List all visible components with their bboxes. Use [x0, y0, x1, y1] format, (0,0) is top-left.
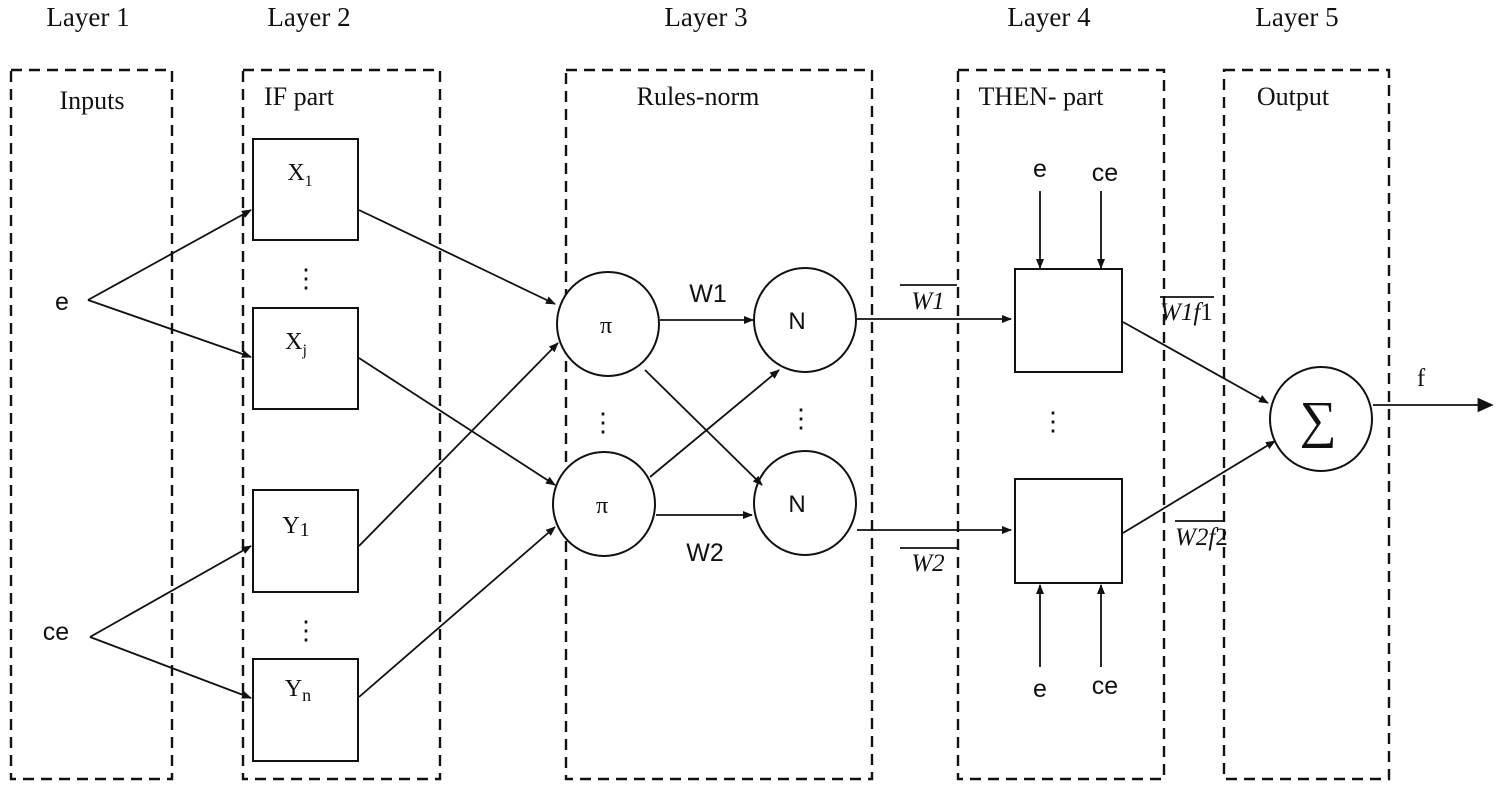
edge-e-to-x1	[87, 209, 252, 301]
edge-x1-to-pi-top	[358, 209, 556, 305]
output-f-label: f	[1417, 365, 1426, 392]
ellipsis-x: ⋮	[293, 264, 319, 293]
section-if-part: IF part	[264, 82, 335, 111]
norm-node-n-bottom-label: N	[788, 491, 805, 518]
then-top-e-label: e	[1033, 155, 1047, 183]
layer-2-title: Layer 2	[267, 2, 350, 32]
edge-then-top-to-sum	[1122, 321, 1269, 404]
then-bottom-e-label: e	[1033, 675, 1047, 703]
edge-yn-to-pi-bottom	[358, 526, 556, 698]
layer-2-frame	[241, 68, 442, 781]
norm-node-n-bottom	[753, 450, 857, 556]
weighted-output-1-label: W1f1	[1160, 299, 1213, 326]
layer-4-frame	[956, 68, 1166, 781]
rule-node-pi-top-label: π	[600, 313, 612, 339]
membership-box-y1	[252, 489, 359, 593]
edge-then-bottom-to-sum	[1122, 440, 1276, 534]
membership-label-xj: Xj	[285, 329, 307, 359]
weight-w2-label: W2	[686, 539, 724, 567]
membership-label-y1: Y1	[282, 513, 309, 541]
section-then-part: THEN- part	[979, 82, 1105, 111]
rule-node-pi-bottom	[552, 451, 656, 557]
ellipsis-norm: ⋮	[788, 404, 814, 433]
ellipsis-then: ⋮	[1040, 407, 1066, 436]
edge-ce-to-yn	[89, 636, 252, 699]
layer-4-title: Layer 4	[1007, 2, 1091, 32]
edge-e-to-xj	[87, 299, 252, 358]
membership-label-yn: Yn	[285, 676, 311, 705]
layer-5-title: Layer 5	[1255, 2, 1338, 32]
layer-3-frame	[564, 68, 874, 781]
layer-3-title: Layer 3	[664, 2, 747, 32]
section-output: Output	[1257, 82, 1330, 111]
membership-box-yn	[252, 658, 359, 762]
section-rules-norm: Rules-norm	[637, 82, 760, 111]
then-bottom-ce-label: ce	[1092, 672, 1118, 700]
input-e-label: e	[55, 288, 69, 316]
edge-pi-bottom-to-n-top	[649, 369, 780, 478]
ellipsis-y: ⋮	[293, 616, 319, 645]
section-inputs: Inputs	[60, 86, 125, 115]
weight-w1-bar-label: W1	[911, 288, 944, 315]
edge-pi-top-to-n-bottom	[644, 369, 763, 486]
edge-ce-to-y1	[89, 545, 252, 638]
then-top-ce-label: ce	[1092, 159, 1118, 187]
layer-1-title: Layer 1	[46, 2, 129, 32]
edge-xj-to-pi-bottom	[358, 357, 556, 486]
weighted-output-2-label: W2f2	[1175, 524, 1228, 551]
sum-node	[1269, 366, 1373, 472]
membership-label-x1: X1	[287, 160, 312, 190]
edge-y1-to-pi-top	[358, 342, 559, 547]
rule-node-pi-top	[556, 271, 660, 377]
sum-symbol: ∑	[1299, 392, 1336, 449]
rule-node-pi-bottom-label: π	[596, 493, 608, 519]
norm-node-n-top	[753, 267, 857, 373]
norm-node-n-top-label: N	[788, 308, 805, 335]
membership-box-x1	[252, 138, 359, 241]
then-box-top	[1014, 268, 1123, 373]
weight-w2-bar-label: W2	[911, 550, 944, 577]
membership-box-xj	[252, 307, 359, 410]
ellipsis-rules: ⋮	[590, 408, 616, 437]
input-ce-label: ce	[43, 618, 69, 646]
then-box-bottom	[1014, 478, 1123, 584]
layer-5-frame	[1222, 68, 1391, 781]
weight-w1-label: W1	[689, 280, 727, 308]
layer-1-frame	[9, 68, 174, 781]
